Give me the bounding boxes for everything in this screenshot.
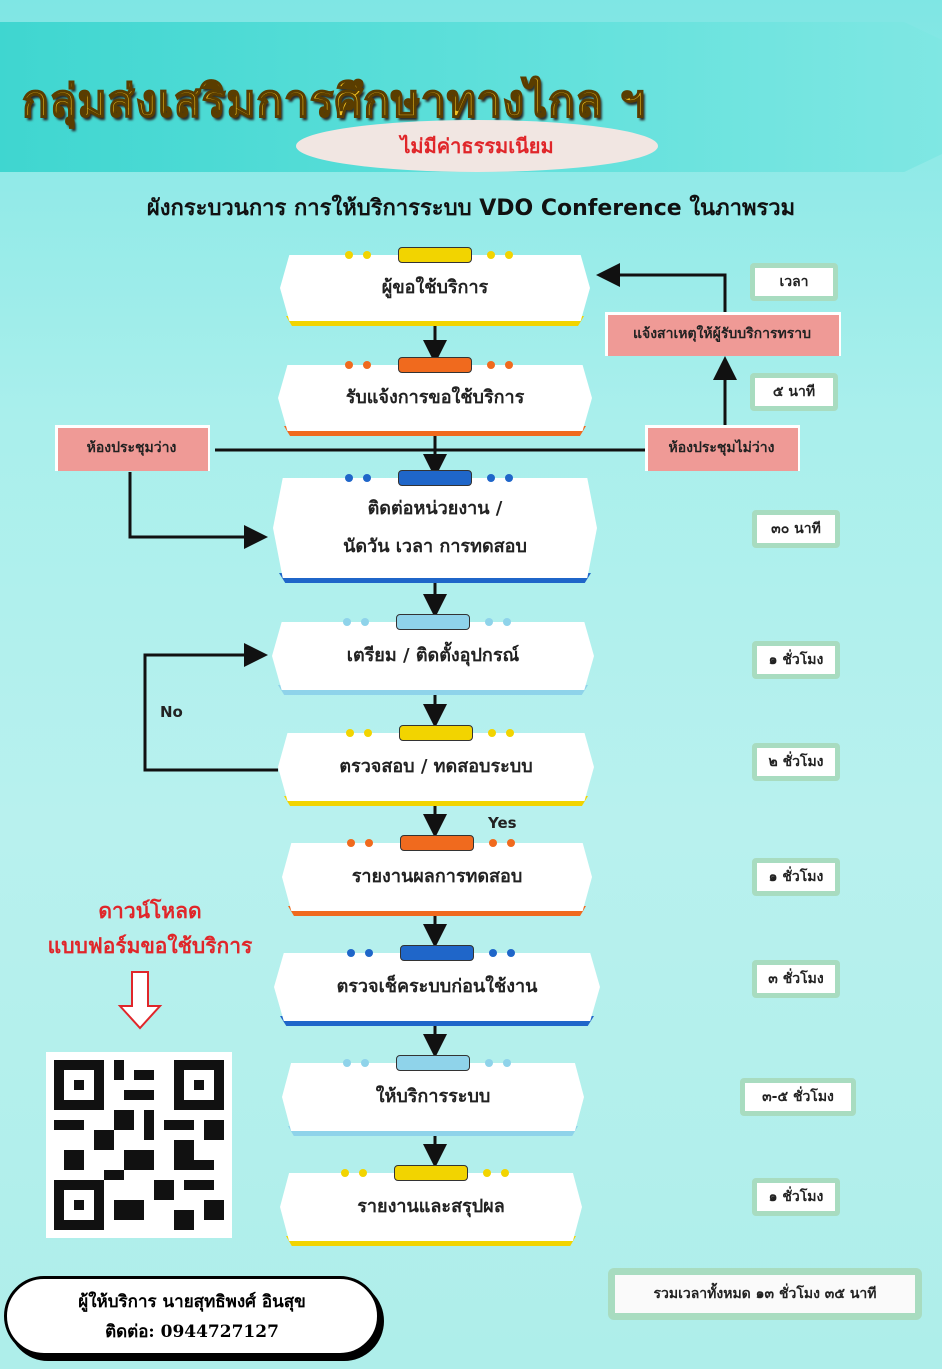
room-free-box: ห้องประชุมว่าง <box>55 425 210 471</box>
process-step: รายงานผลการทดสอบ <box>282 835 592 916</box>
provider-name: ผู้ให้บริการ นายสุทธิพงศ์ อินสุข <box>78 1292 306 1312</box>
download-form-label: แบบฟอร์มขอใช้บริการ <box>47 933 253 958</box>
step-label: ให้บริการระบบ <box>375 1086 491 1107</box>
dots-left <box>347 839 373 847</box>
no-label: No <box>160 703 183 721</box>
step-underline <box>288 906 586 916</box>
step-underline <box>278 685 588 695</box>
process-step: รายงานและสรุปผล <box>280 1165 582 1246</box>
process-step: ตรวจสอบ / ทดสอบระบบ <box>278 725 594 806</box>
dots-right <box>489 949 515 957</box>
time-label: ๓-๕ ชั่วโมง <box>740 1078 856 1116</box>
step-label: ตรวจเช็คระบบก่อนใช้งาน <box>336 976 538 997</box>
step-accent-bar <box>398 357 472 373</box>
step-label: รายงานผลการทดสอบ <box>351 866 523 887</box>
room-busy-box: ห้องประชุมไม่ว่าง <box>645 425 800 471</box>
step-underline <box>284 426 586 436</box>
step-underline <box>288 1126 578 1136</box>
time-label: ๒ ชั่วโมง <box>752 743 840 781</box>
step-accent-bar <box>396 1055 470 1071</box>
diagram-subtitle: ผังกระบวนการ การให้บริการระบบ VDO Confer… <box>146 196 796 221</box>
dots-left <box>343 618 369 626</box>
provider-card: ผู้ให้บริการ นายสุทธิพงศ์ อินสุข ติดต่อ:… <box>4 1276 380 1356</box>
dots-left <box>347 949 373 957</box>
dots-right <box>485 618 511 626</box>
total-time-box: รวมเวลาทั้งหมด ๑๓ ชั่วโมง ๓๕ นาที <box>608 1268 922 1320</box>
step-label: ติดต่อหน่วยงาน / <box>367 498 503 519</box>
step-underline <box>286 1236 576 1246</box>
step-label: เตรียม / ติดตั้งอุปกรณ์ <box>346 645 520 666</box>
step-label: ตรวจสอบ / ทดสอบระบบ <box>339 756 533 777</box>
dots-right <box>485 1059 511 1067</box>
time-label: ๓ ชั่วโมง <box>752 960 840 998</box>
time-label: ๕ นาที <box>750 373 838 411</box>
step-label-2: นัดวัน เวลา การทดสอบ <box>343 536 527 557</box>
step-accent-bar <box>394 1165 468 1181</box>
step-underline <box>284 796 588 806</box>
step-accent-bar <box>400 945 474 961</box>
step-underline <box>286 316 584 326</box>
dots-left <box>343 1059 369 1067</box>
process-step: ให้บริการระบบ <box>282 1055 584 1136</box>
down-arrow-icon <box>117 971 163 1030</box>
dots-left <box>345 251 371 259</box>
time-label: ๓๐ นาที <box>752 510 840 548</box>
dots-right <box>489 839 515 847</box>
page-title: กลุ่มส่งเสริมการศึกษาทางไกล ฯ <box>21 75 646 128</box>
dots-left <box>345 474 371 482</box>
step-underline <box>280 1016 594 1026</box>
step-accent-bar <box>399 725 473 741</box>
dots-right <box>487 361 513 369</box>
dots-right <box>488 729 514 737</box>
dots-right <box>483 1169 509 1177</box>
process-step: รับแจ้งการขอใช้บริการ <box>278 357 592 436</box>
provider-contact: ติดต่อ: 0944727127 <box>105 1322 279 1342</box>
process-step: ผู้ขอใช้บริการ <box>280 247 590 326</box>
qr-code[interactable] <box>46 1052 232 1238</box>
step-label: รับแจ้งการขอใช้บริการ <box>345 387 525 408</box>
dots-right <box>487 251 513 259</box>
step-accent-bar <box>400 835 474 851</box>
dots-right <box>487 474 513 482</box>
step-label: รายงานและสรุปผล <box>357 1196 505 1217</box>
process-step: ตรวจเช็คระบบก่อนใช้งาน <box>274 945 600 1026</box>
total-time: รวมเวลาทั้งหมด ๑๓ ชั่วโมง ๓๕ นาที <box>615 1275 915 1313</box>
download-label: ดาวน์โหลด <box>98 898 202 923</box>
process-step: เตรียม / ติดตั้งอุปกรณ์ <box>272 614 594 695</box>
process-step: ติดต่อหน่วยงาน / นัดวัน เวลา การทดสอบ <box>273 470 597 583</box>
time-header: เวลา <box>750 263 838 301</box>
step-accent-bar <box>398 247 472 263</box>
fee-badge: ไม่มีค่าธรรมเนียม <box>296 120 658 172</box>
step-underline <box>279 573 591 583</box>
step-accent-bar <box>398 470 472 486</box>
dots-left <box>346 729 372 737</box>
notify-reason-box: แจ้งสาเหตุให้ผู้รับบริการทราบ <box>605 312 841 356</box>
time-label: ๑ ชั่วโมง <box>752 858 840 896</box>
dots-left <box>341 1169 367 1177</box>
step-label: ผู้ขอใช้บริการ <box>381 277 489 298</box>
yes-label: Yes <box>488 814 517 832</box>
step-accent-bar <box>396 614 470 630</box>
dots-left <box>345 361 371 369</box>
time-label: ๑ ชั่วโมง <box>752 641 840 679</box>
time-label: ๑ ชั่วโมง <box>752 1178 840 1216</box>
